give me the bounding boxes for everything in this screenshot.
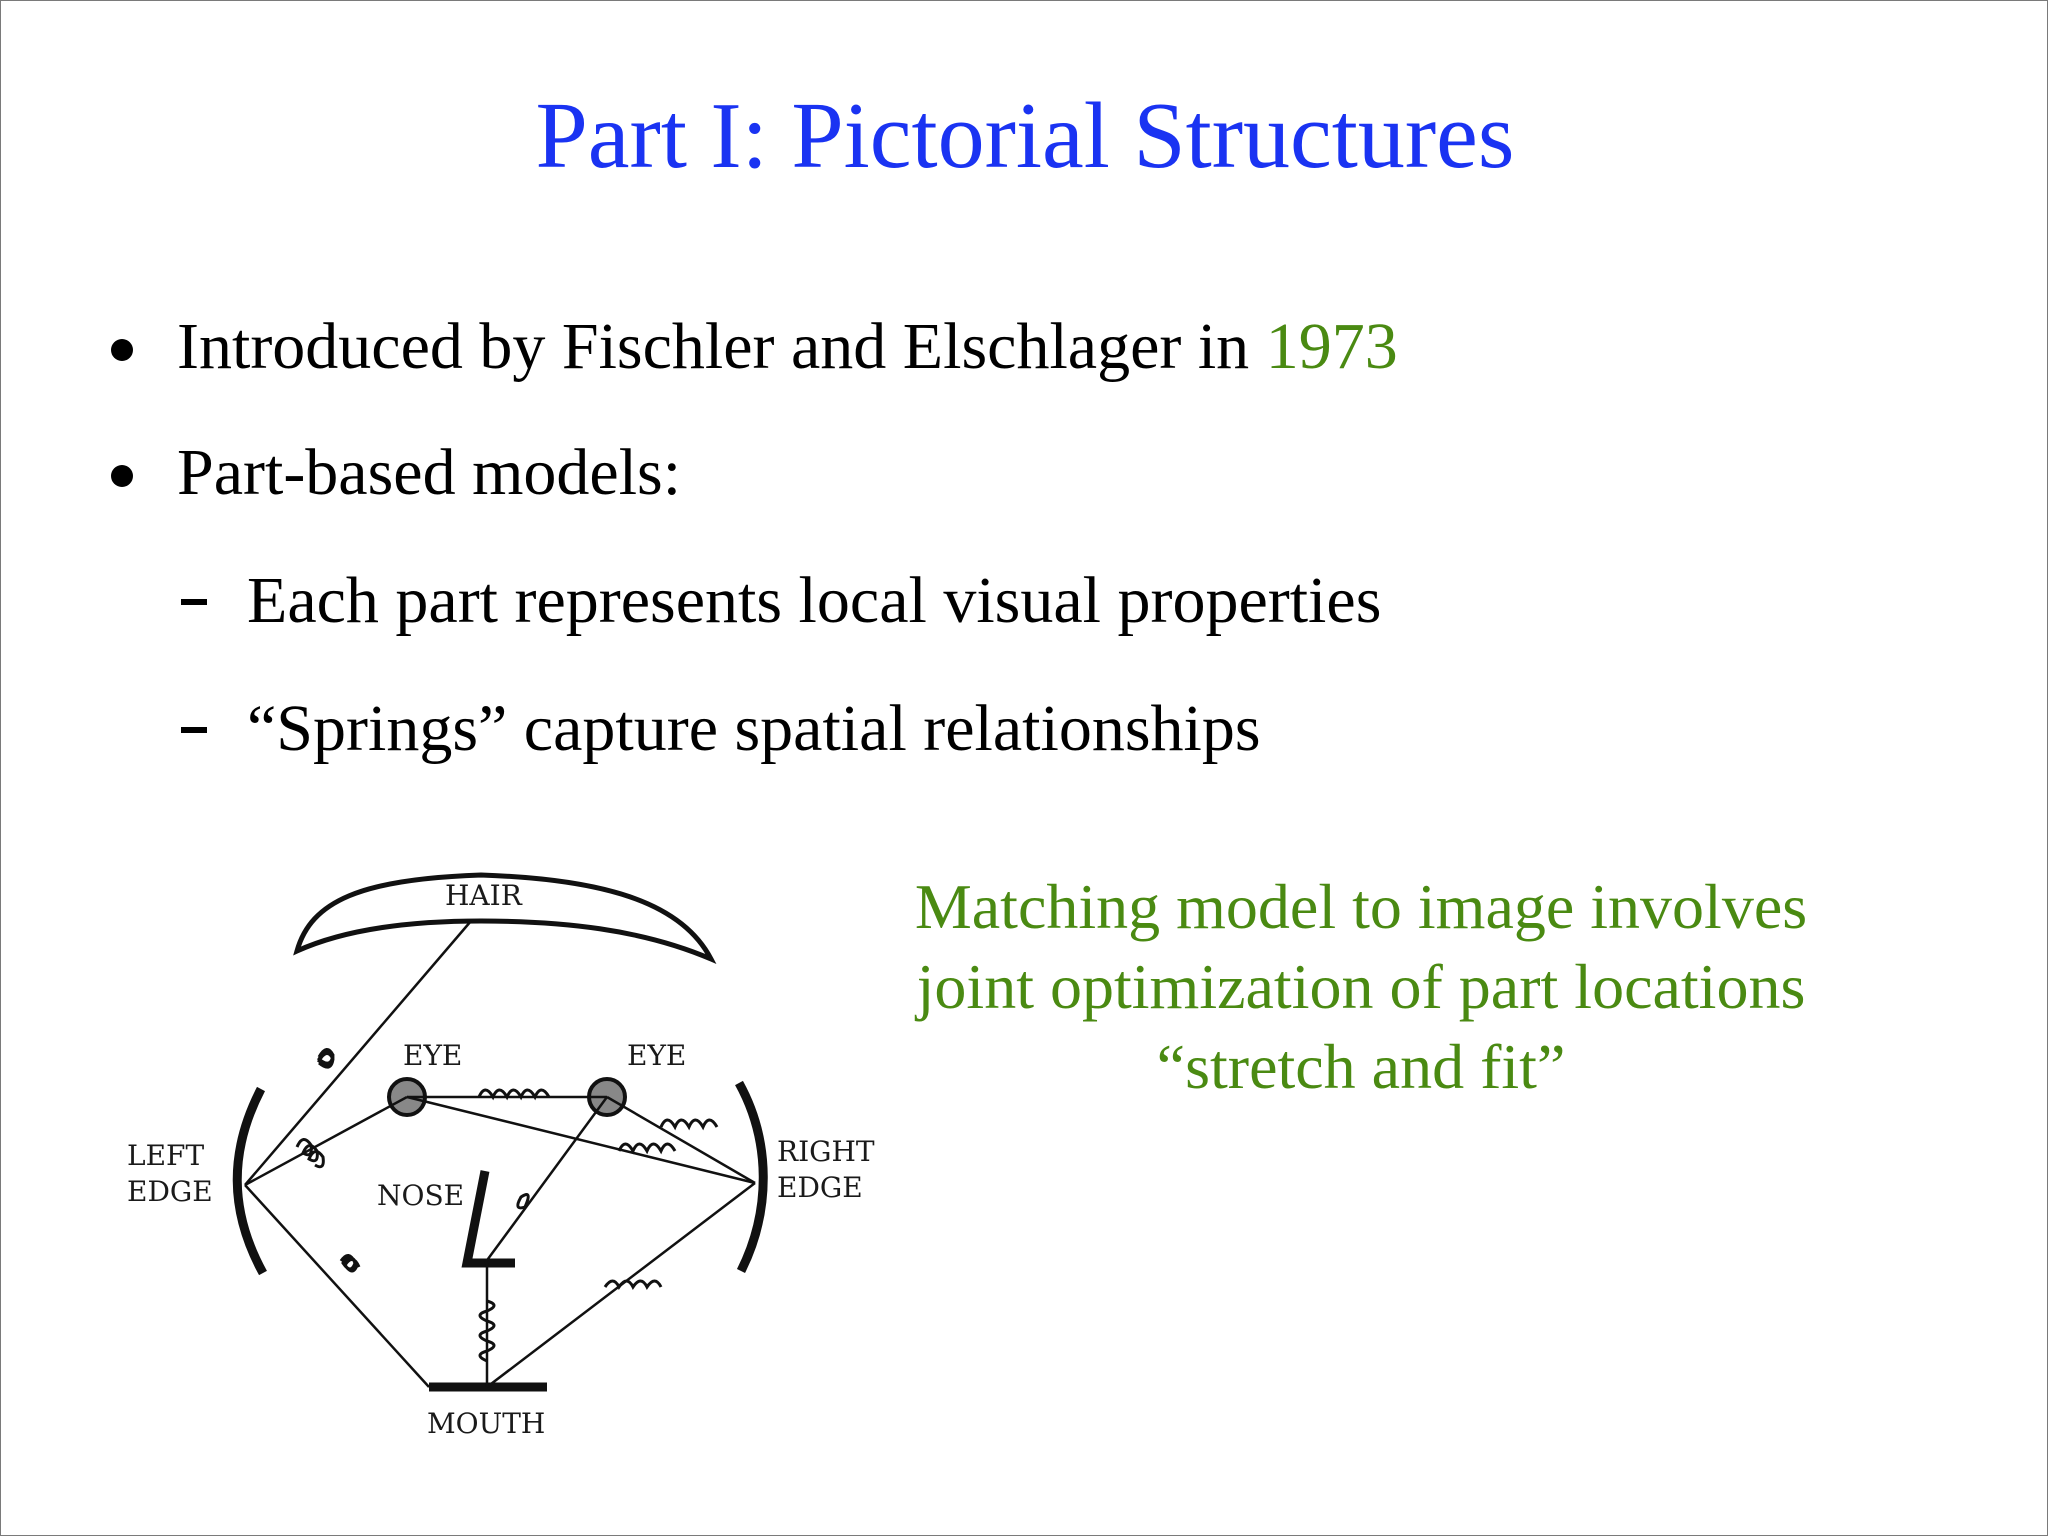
label-right-edge-line2: EDGE	[777, 1171, 863, 1204]
label-right-eye: EYE	[627, 1039, 686, 1072]
sub-bullet-2-text: “Springs” capture spatial relationships	[247, 692, 1261, 765]
right-edge-shape	[735, 1080, 768, 1274]
left-edge-shape	[232, 1086, 267, 1276]
sub-bullet-1-text: Each part represents local visual proper…	[247, 564, 1382, 637]
caption: Matching model to image involves joint o…	[831, 867, 1891, 1107]
hair-shape	[293, 872, 717, 965]
label-left-edge-line1: LEFT	[127, 1139, 204, 1172]
label-left-edge-line2: EDGE	[127, 1175, 213, 1208]
label-left-eye: EYE	[403, 1039, 462, 1072]
caption-line-1: Matching model to image involves	[914, 871, 1808, 942]
bullet-2-text: Part-based models:	[177, 436, 682, 509]
spring-coils	[295, 1048, 719, 1363]
caption-line-2: joint optimization of part locations	[916, 951, 1806, 1022]
label-mouth: MOUTH	[427, 1407, 545, 1440]
pictorial-structure-face-diagram: HAIR EYE EYE LEFT EDGE RIGHT EDGE NOSE M…	[127, 872, 875, 1440]
label-hair: HAIR	[445, 879, 523, 912]
sub-bullet-dash	[181, 599, 207, 605]
sub-bullet-dash	[181, 727, 207, 733]
bullet-dot	[111, 465, 133, 487]
caption-line-3: “stretch and fit”	[1156, 1031, 1566, 1102]
bullet-1-text: Introduced by Fischler and Elschlager in	[177, 310, 1266, 383]
slide-title: Part I: Pictorial Structures	[535, 84, 1515, 188]
bullet-dot	[111, 339, 133, 361]
label-nose: NOSE	[377, 1179, 464, 1212]
bullet-1-year: 1973	[1265, 310, 1398, 383]
nose-shape	[461, 1170, 515, 1268]
label-right-edge-line1: RIGHT	[777, 1135, 875, 1168]
